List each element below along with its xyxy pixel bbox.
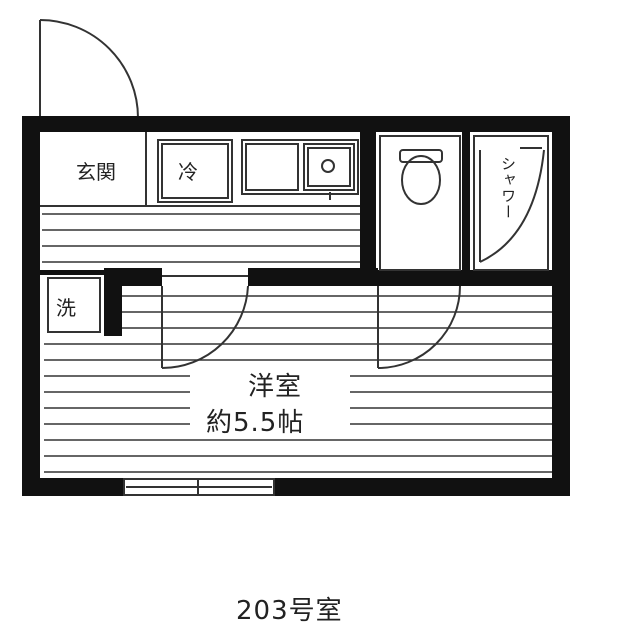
unit-label: 203号室: [236, 596, 343, 626]
toilet: [379, 135, 461, 271]
fridge-outline: [157, 139, 233, 203]
room-label-bg: [190, 362, 350, 438]
shower-area: [473, 135, 549, 271]
interior-walls: [40, 116, 552, 336]
window: [123, 478, 275, 496]
toilet-door: [377, 285, 461, 369]
laundry-area: [47, 277, 101, 333]
kitchen-sink: [241, 139, 359, 200]
genkan-partition: [40, 132, 360, 207]
hallway-floor-lines: [42, 213, 360, 263]
genkan-label: 玄関: [76, 160, 116, 184]
room-door-left: [161, 275, 249, 370]
western-room-label: 洋室: [248, 372, 303, 402]
entrance-door: [39, 19, 139, 119]
laundry-label: 洗: [56, 296, 76, 320]
fridge-label: 冷: [178, 160, 198, 184]
western-room-size: 約5.5帖: [206, 408, 305, 438]
shower-label: シャワー: [499, 156, 517, 220]
